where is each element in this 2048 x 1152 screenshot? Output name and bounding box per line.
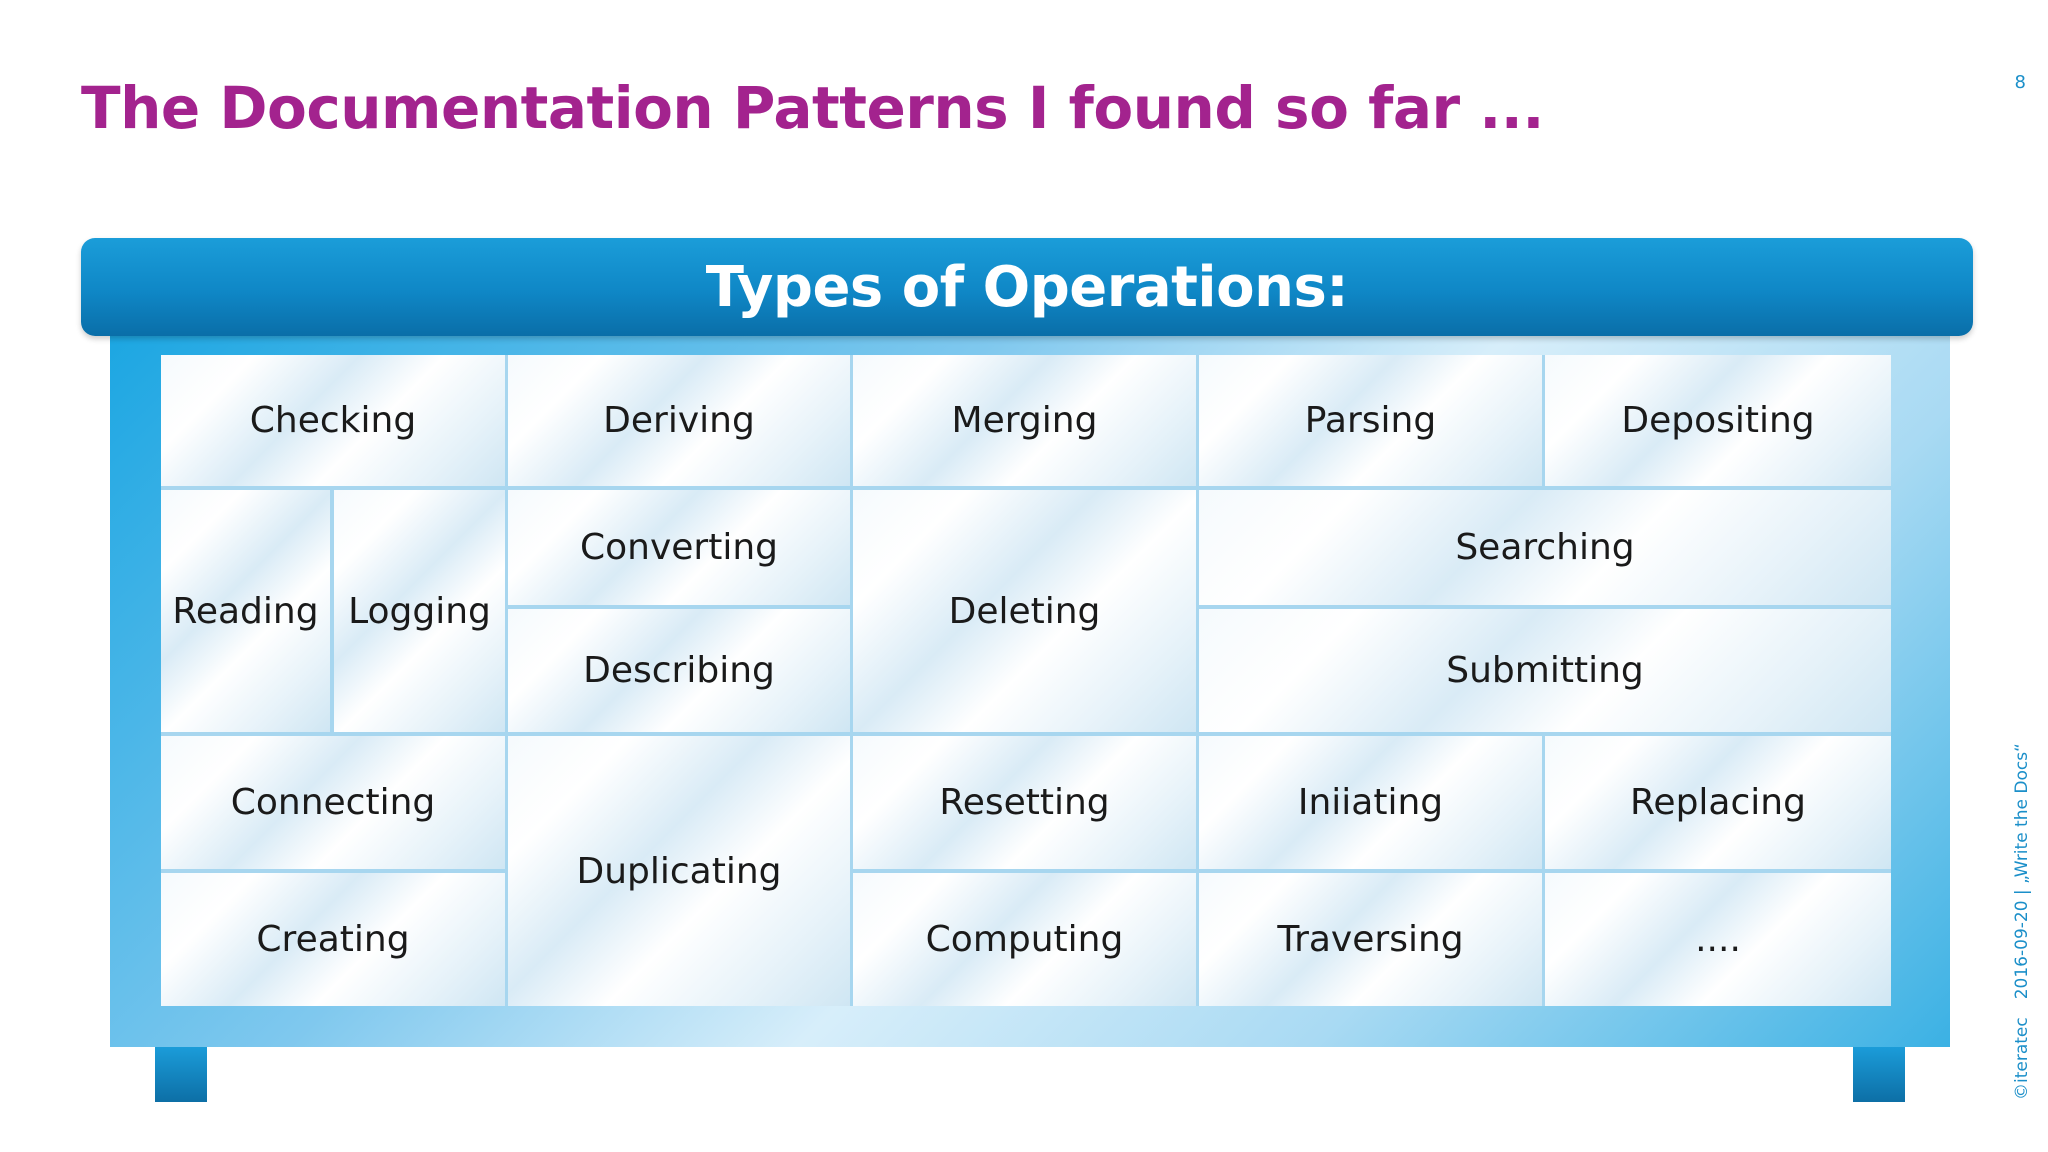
board-leg-right: [1853, 1047, 1905, 1102]
operation-label: Reading: [172, 590, 319, 632]
operation-cell-merging: Merging: [853, 355, 1196, 486]
operation-label: Connecting: [230, 782, 436, 823]
operation-label: Computing: [925, 919, 1124, 960]
operation-cell-computing: Computing: [853, 873, 1196, 1006]
operation-cell-depositing: Depositing: [1545, 355, 1891, 486]
footer-copyright: ©iteratec: [2012, 1017, 2032, 1100]
operation-cell-creating: Creating: [161, 873, 505, 1006]
operation-cell-replacing: Replacing: [1545, 736, 1891, 869]
operation-label: Describing: [583, 650, 775, 691]
operations-grid: Checking Deriving Merging Parsing Deposi…: [161, 355, 1891, 1006]
operation-cell-deleting: Deleting: [853, 490, 1196, 732]
footer-credit: ©iteratec 2016-09-20 | „Write the Docs“: [2012, 725, 2032, 1100]
board-header-title: Types of Operations:: [705, 254, 1349, 320]
operation-cell-deriving: Deriving: [508, 355, 850, 486]
operation-label: Converting: [579, 527, 779, 568]
operation-label: Deleting: [948, 590, 1101, 632]
operation-label: ....: [1695, 919, 1741, 960]
operation-cell-iniiating: Iniiating: [1199, 736, 1542, 869]
operation-cell-submitting: Submitting: [1199, 609, 1891, 732]
operation-label: Creating: [256, 919, 410, 960]
operation-label: Deriving: [603, 400, 755, 441]
operation-cell-logging: Logging: [334, 490, 505, 732]
footer-event: 2016-09-20 | „Write the Docs“: [2012, 743, 2032, 1000]
operation-label: Checking: [249, 400, 417, 441]
operation-label: Submitting: [1446, 650, 1644, 691]
operation-label: Traversing: [1277, 919, 1464, 960]
operation-cell-connecting: Connecting: [161, 736, 505, 869]
operation-cell-describing: Describing: [508, 609, 850, 732]
operation-label: Resetting: [939, 782, 1110, 823]
page-number: 8: [2014, 72, 2026, 93]
operation-cell-parsing: Parsing: [1199, 355, 1542, 486]
operation-label: Depositing: [1621, 400, 1815, 441]
operation-cell-duplicating: Duplicating: [508, 736, 850, 1006]
operation-cell-more: ....: [1545, 873, 1891, 1006]
operation-label: Searching: [1455, 527, 1635, 568]
operation-cell-searching: Searching: [1199, 490, 1891, 605]
board-leg-left: [155, 1047, 207, 1102]
operation-cell-reading: Reading: [161, 490, 330, 732]
slide-title: The Documentation Patterns I found so fa…: [81, 74, 1544, 142]
operation-cell-checking: Checking: [161, 355, 505, 486]
operation-label: Parsing: [1304, 400, 1437, 441]
board-header: Types of Operations:: [81, 238, 1973, 336]
operation-label: Logging: [348, 590, 491, 632]
operation-cell-converting: Converting: [508, 490, 850, 605]
operation-label: Merging: [951, 400, 1098, 441]
operation-label: Iniiating: [1297, 782, 1444, 823]
operation-cell-traversing: Traversing: [1199, 873, 1542, 1006]
operation-label: Duplicating: [576, 850, 782, 892]
operation-cell-resetting: Resetting: [853, 736, 1196, 869]
operation-label: Replacing: [1630, 782, 1806, 823]
